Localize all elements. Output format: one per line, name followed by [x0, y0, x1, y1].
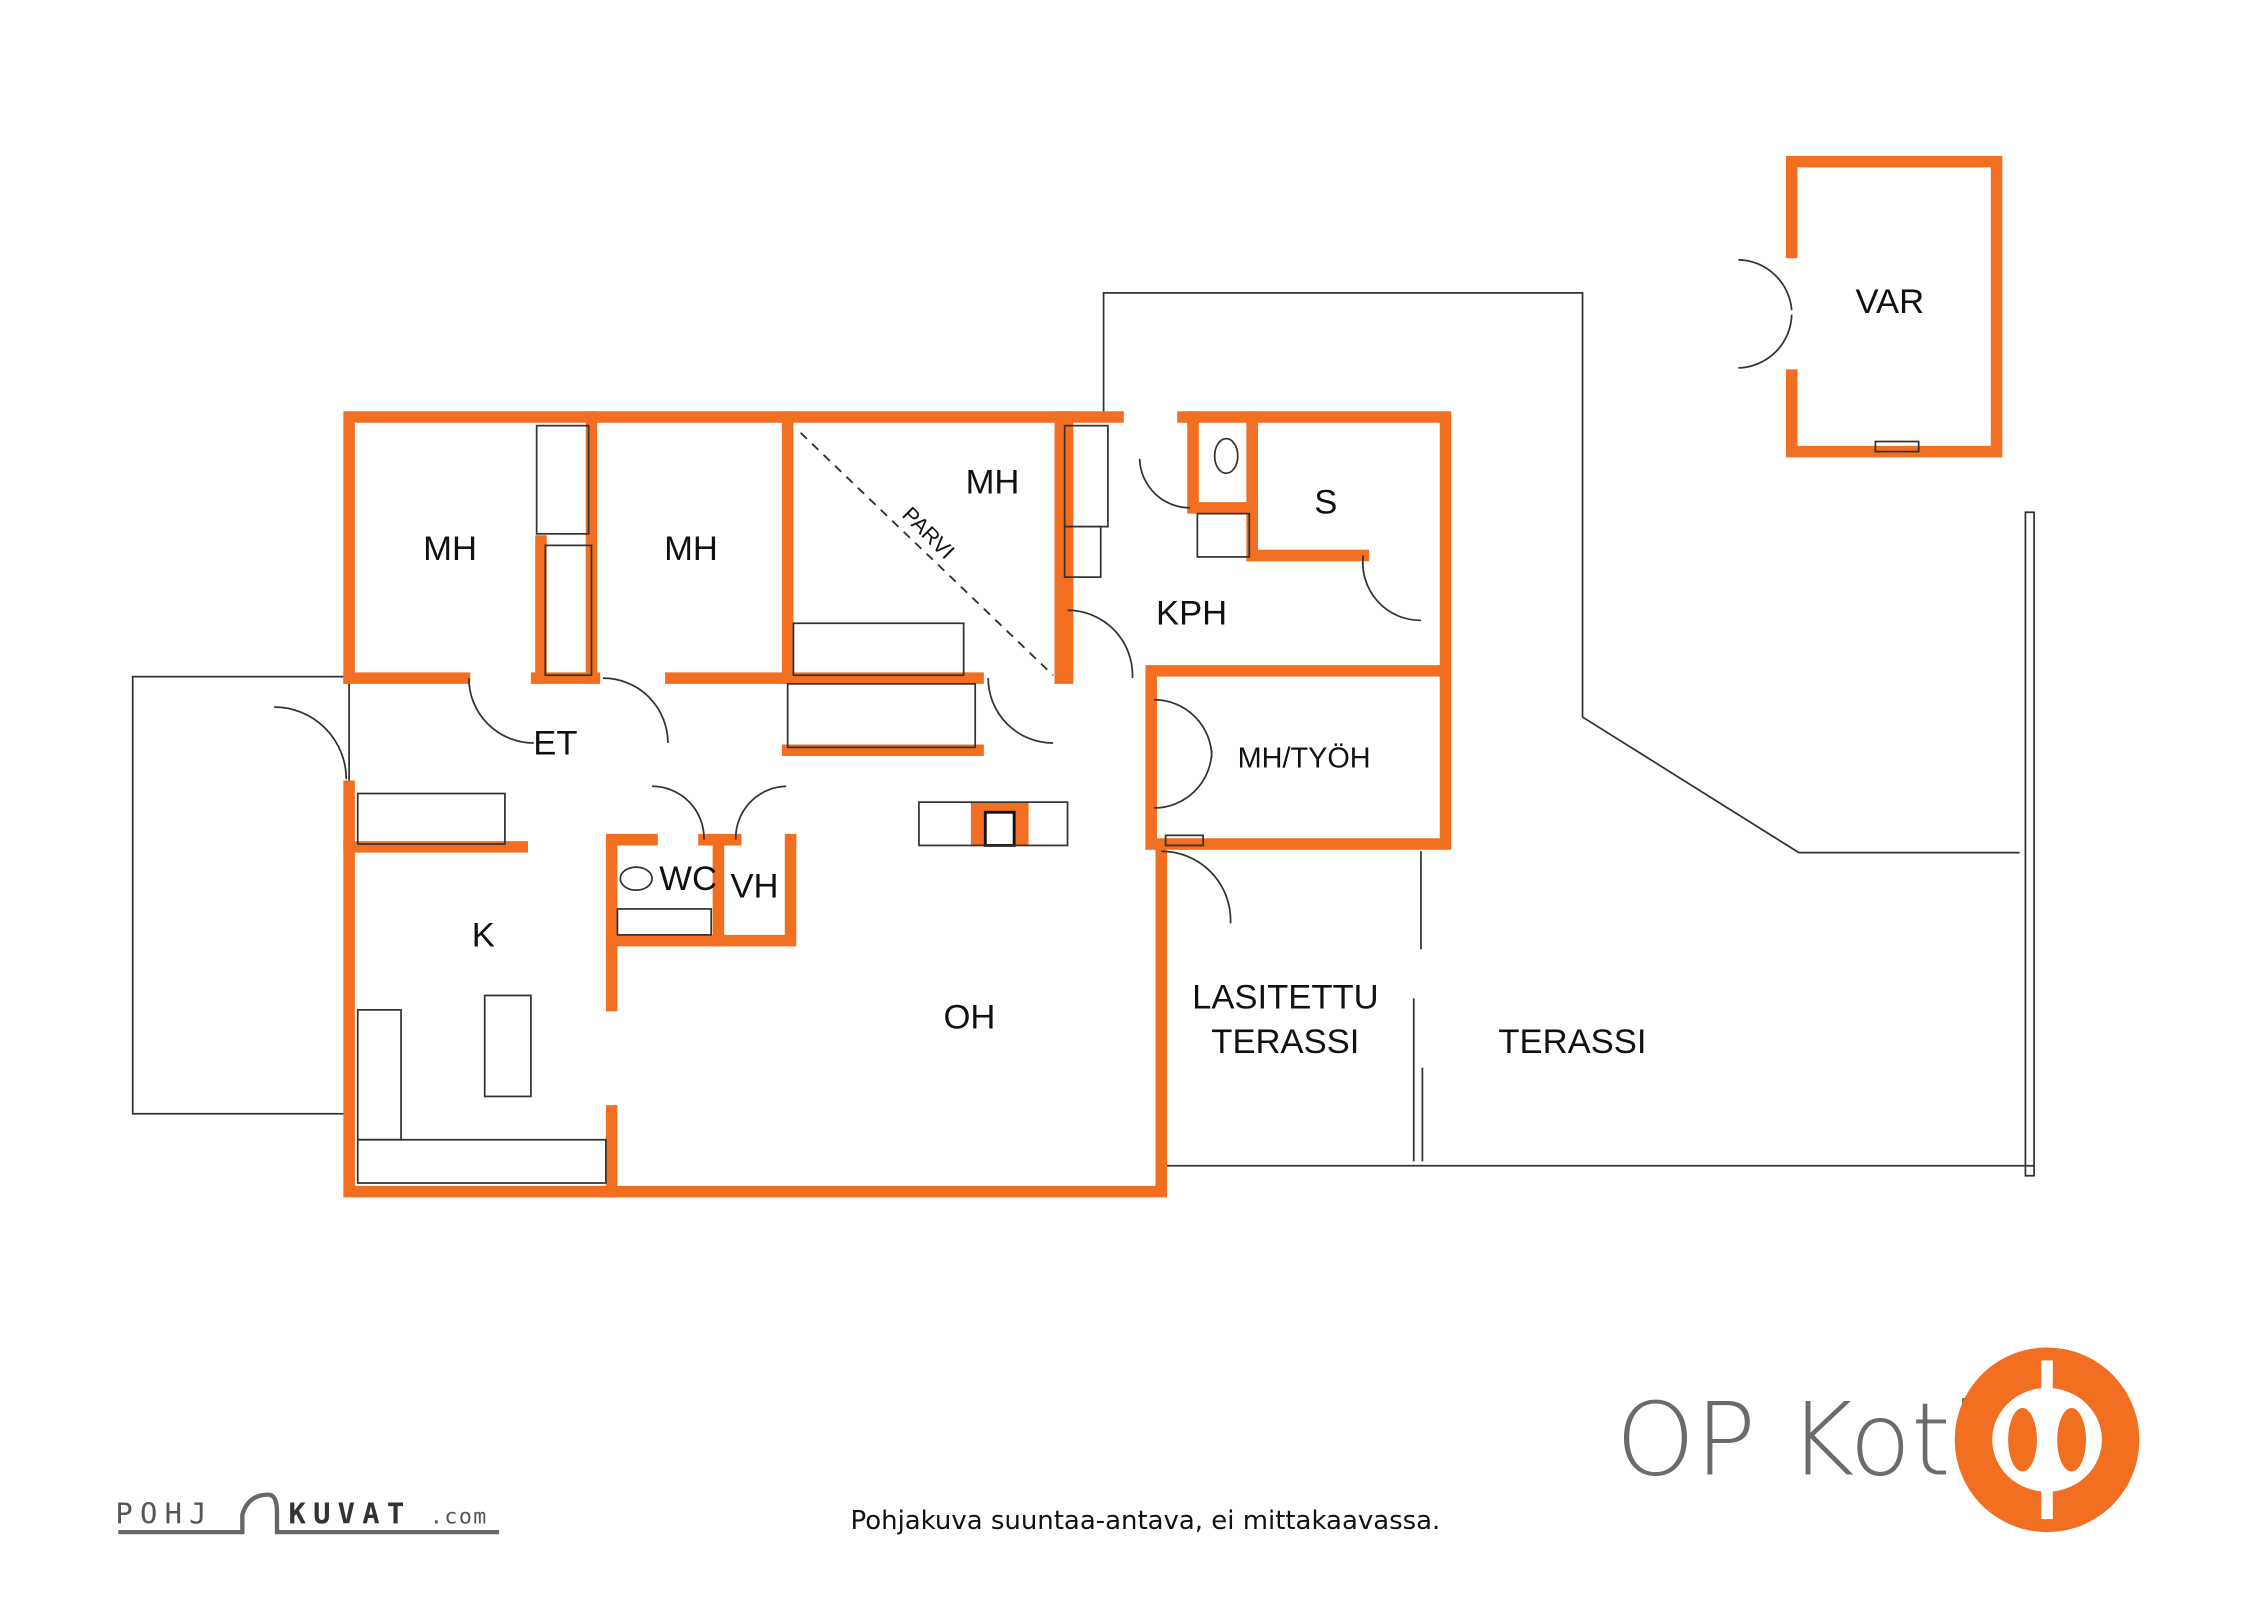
logo-text-left: POHJ: [115, 1496, 213, 1530]
room-label-lasitettu-terassi: TERASSI: [1211, 1023, 1359, 1061]
logo-text-right: KUVAT: [289, 1496, 412, 1530]
room-label-mh-tyoh: MH/TYÖH: [1238, 743, 1371, 775]
room-label-mh-1: MH: [423, 530, 477, 568]
room-label-mh-2: MH: [664, 530, 718, 568]
room-label-wc: WC: [659, 860, 717, 898]
op-koti-brand: OP Koti: [1616, 1380, 1979, 1498]
disclaimer: Pohjakuva suuntaa-antava, ei mittakaavas…: [851, 1506, 1441, 1536]
logo-text-domain: .com: [430, 1504, 488, 1529]
terrace-outlines: [131, 292, 2035, 1177]
walls: [343, 155, 2003, 1198]
room-label-s: S: [1314, 484, 1337, 522]
room-label-terassi: TERASSI: [1498, 1023, 1646, 1061]
fixtures: [274, 258, 1920, 1184]
room-label-et: ET: [533, 725, 577, 763]
room-label-oh: OH: [943, 999, 995, 1037]
op-logo-icon: [1954, 1347, 2140, 1533]
pohjakuvat-logo: POHJ KUVAT .com: [115, 1492, 500, 1535]
room-label-k: K: [472, 916, 495, 954]
room-label-mh-3: MH: [966, 463, 1020, 501]
room-label-lasitettu: LASITETTU: [1192, 978, 1379, 1016]
room-label-kph: KPH: [1156, 595, 1227, 633]
room-label-var: VAR: [1856, 283, 1925, 321]
room-label-vh: VH: [730, 867, 778, 905]
